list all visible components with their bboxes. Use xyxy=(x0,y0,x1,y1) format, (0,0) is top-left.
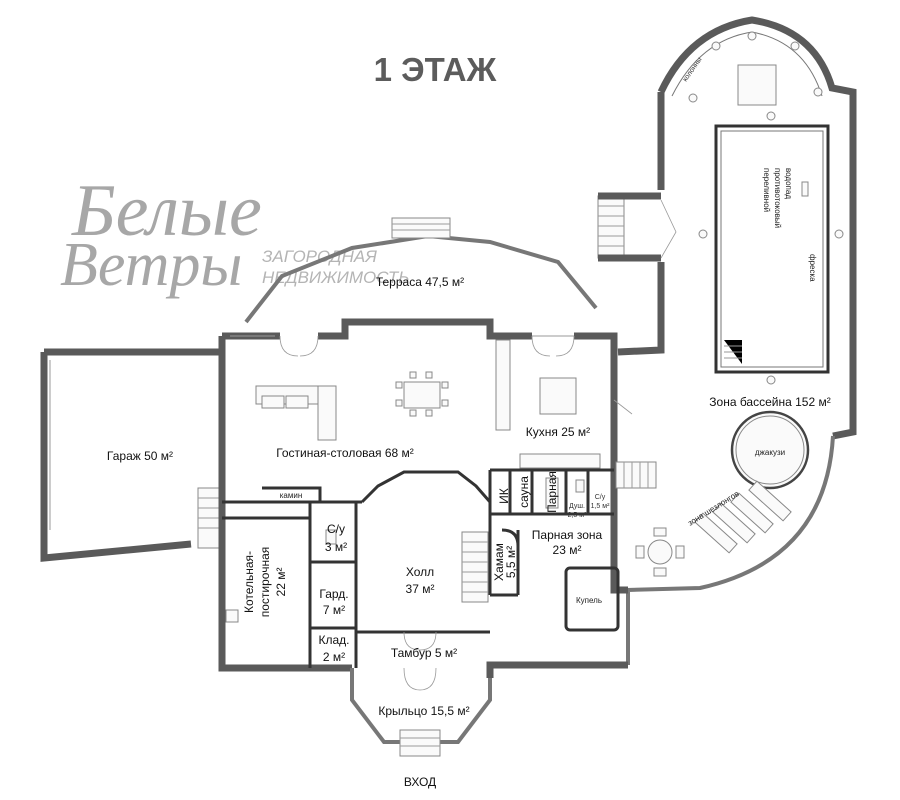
label-living: Гостиная-столовая 68 м² xyxy=(276,446,414,460)
label-fresco: фреска xyxy=(808,254,817,282)
terrace xyxy=(244,217,598,324)
label-storage-1: Клад. xyxy=(318,633,349,647)
label-hammam-1: Хамам xyxy=(492,543,506,581)
label-terrace: Терраса 47,5 м² xyxy=(376,275,464,289)
label-hall-1: Холл xyxy=(406,565,434,579)
sun-loungers xyxy=(694,480,792,554)
pool-stairs xyxy=(597,195,625,259)
label-kitchen: Кухня 25 м² xyxy=(526,425,590,439)
label-wc-1: С/у xyxy=(327,522,345,536)
room-labels: Гараж 50 м² Гостиная-столовая 68 м² ками… xyxy=(107,56,831,789)
doors xyxy=(279,199,677,691)
label-hammam-2: 5,5 м² xyxy=(504,546,518,578)
label-steam-zone-1: Парная зона xyxy=(532,528,603,542)
pool xyxy=(714,124,830,374)
label-steam-room: Парная xyxy=(545,471,559,513)
label-wardrobe-1: Гард. xyxy=(319,587,348,601)
pool-building-walls xyxy=(617,16,857,665)
label-storage-2: 2 м² xyxy=(323,650,345,664)
label-plunge-pool: Купель xyxy=(576,596,602,605)
label-wc-small-1: С/у xyxy=(595,494,606,501)
pool-table xyxy=(647,539,673,565)
toilet-small-wc xyxy=(575,479,585,493)
toilet-wc xyxy=(325,529,337,545)
label-porch: Крыльцо 15,5 м² xyxy=(378,704,469,718)
label-waterfall-2: противотоковый xyxy=(773,168,782,228)
main-walls xyxy=(40,318,628,757)
interior-walls xyxy=(222,468,614,668)
label-fireplace: камин xyxy=(280,491,303,500)
label-jacuzzi: джакузи xyxy=(755,448,785,457)
label-entrance: ВХОД xyxy=(404,775,436,789)
kitchen-furniture xyxy=(495,339,601,469)
label-wc-2: 3 м² xyxy=(325,540,347,554)
label-boiler-3: 22 м² xyxy=(274,568,288,597)
living-room-furniture xyxy=(255,385,337,441)
label-ik: ИК xyxy=(497,488,511,504)
plunge-pool xyxy=(564,566,620,632)
logo-sub-line2: НЕДВИЖИМОСТЬ xyxy=(262,268,409,287)
dining-table xyxy=(395,371,449,417)
logo-sub-line1: ЗАГОРОДНАЯ xyxy=(262,247,377,266)
label-shower-2: 2,5 м² xyxy=(568,512,587,519)
label-steam-zone-2: 23 м² xyxy=(553,543,582,557)
label-boiler-2: постирочная xyxy=(258,547,272,618)
label-waterfall-3: водопад xyxy=(784,168,793,199)
label-hall-2: 37 м² xyxy=(406,582,435,596)
label-wc-small-2: 1,5 м² xyxy=(591,503,610,510)
label-wardrobe-2: 7 м² xyxy=(323,603,345,617)
label-waterfall-1: переливной xyxy=(762,168,771,212)
floor-title: 1 ЭТАЖ xyxy=(374,51,497,88)
logo-mark-line2: Ветры xyxy=(60,231,242,299)
logo-mark-line1: Белые xyxy=(71,170,262,252)
label-pool-zone: Зона бассейна 152 м² xyxy=(709,395,830,409)
label-sauna: сауна xyxy=(517,476,531,508)
label-vestibule: Тамбур 5 м² xyxy=(391,646,457,660)
label-garage: Гараж 50 м² xyxy=(107,449,173,463)
label-boiler-1: Котельная- xyxy=(242,551,256,613)
logo: Белые Ветры ЗАГОРОДНАЯ НЕДВИЖИМОСТЬ xyxy=(60,170,409,299)
jacuzzi xyxy=(730,410,810,490)
hall-stairs xyxy=(461,531,489,603)
steam-zone-stairs xyxy=(615,461,657,489)
steam-room-bench xyxy=(545,477,559,509)
boiler-equipment xyxy=(225,609,239,623)
label-shower-1: Душ. xyxy=(569,503,585,510)
